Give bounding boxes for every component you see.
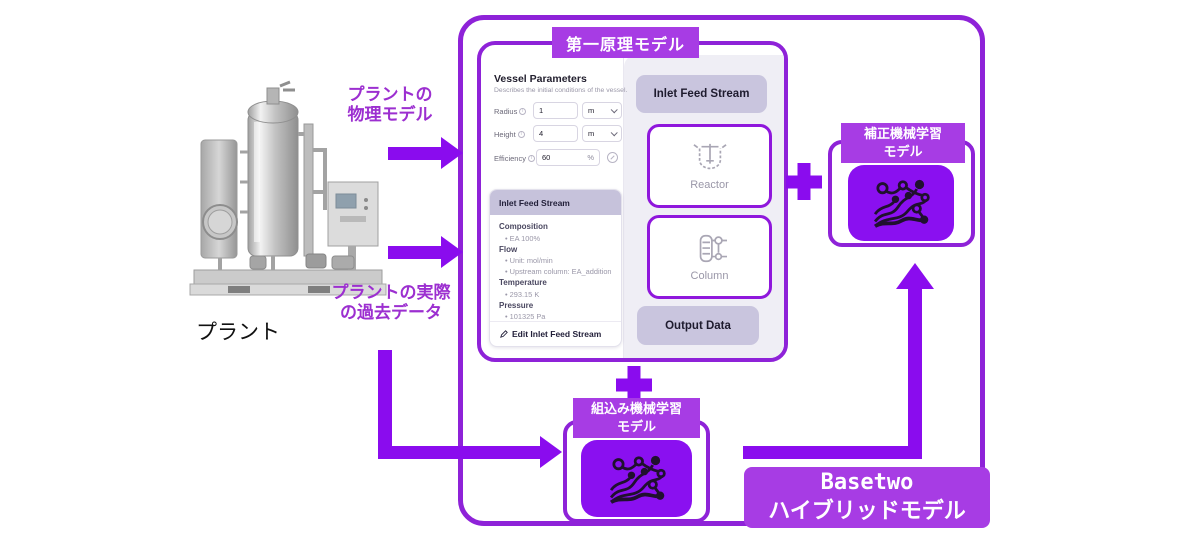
radius-input[interactable]: 1 [533,102,578,119]
vessel-parameters-title: Vessel Parameters [494,73,587,85]
radius-unit-select[interactable]: m [582,102,622,119]
historical-data-arrow [388,246,444,259]
hybrid-to-correction-arrow-vertical [908,288,922,459]
section-heading: Pressure [499,300,534,310]
plant-label: プラント [196,321,280,344]
reactor-node[interactable]: Reactor [647,124,772,208]
plus-icon [786,163,822,200]
plant-photo [189,80,387,296]
section-item: 101325 Pa [499,311,612,322]
section-item: EA 100% [499,233,612,244]
chevron-down-icon [610,106,618,114]
correction-model-badge: 補正機械学習 モデル [841,123,965,163]
inlet-card-body: Composition EA 100% Flow Unit: mol/min U… [490,215,621,326]
info-icon: i [517,130,525,138]
section-item: 293.15 K [499,289,612,300]
embedded-model-badge: 組込み機械学習 モデル [573,398,700,438]
section-item: Upstream column: EA_addition [499,266,612,277]
correction-model-icon-tile [848,165,954,241]
section-heading: Temperature [499,278,547,287]
column-node[interactable]: Column [647,215,772,299]
first-principles-box: Vessel Parameters Describes the initial … [477,41,788,362]
physical-model-arrowhead [441,137,463,169]
neural-network-icon [609,455,666,504]
pencil-icon [500,330,508,338]
historical-data-arrowhead [441,236,463,268]
efficiency-dial-icon[interactable] [607,152,618,163]
efficiency-input[interactable]: 60% [536,149,600,166]
section-heading: Composition [499,222,548,231]
column-label: Column [690,270,729,282]
neural-network-icon [873,179,930,228]
physical-model-label: プラントの 物理モデル [347,85,433,124]
inlet-feed-stream-card: Inlet Feed Stream Composition EA 100% Fl… [489,189,622,347]
info-icon: i [527,154,535,162]
height-input[interactable]: 4 [533,125,578,142]
section-heading: Flow [499,244,518,254]
height-unit-select[interactable]: m [582,125,622,142]
column-icon [699,234,727,263]
inlet-feed-stream-node[interactable]: Inlet Feed Stream [636,75,767,113]
output-data-node[interactable]: Output Data [637,306,759,345]
historical-data-label: プラントの実際 の過去データ [331,283,451,322]
info-icon: i [519,107,527,115]
reactor-label: Reactor [690,179,729,191]
hybrid-to-correction-arrowhead [896,263,934,289]
data-to-embedded-arrow-horizontal [378,446,542,459]
physical-model-arrow [388,147,444,160]
inlet-card-header: Inlet Feed Stream [490,190,621,215]
reactor-icon [692,143,727,170]
first-principles-badge: 第一原理モデル [552,27,699,58]
data-to-embedded-arrowhead [540,436,562,468]
section-item: Unit: mol/min [499,255,612,266]
basetwo-hybrid-model-badge: Basetwo ハイブリッドモデル [744,467,990,528]
vessel-parameters-subtitle: Describes the initial conditions of the … [494,87,628,94]
edit-inlet-feed-stream-button[interactable]: Edit Inlet Feed Stream [490,321,621,346]
panel-divider [623,45,624,358]
data-to-embedded-arrow-vertical [378,350,392,459]
embedded-model-icon-tile [581,440,692,517]
hybrid-model-box [458,15,985,526]
hybrid-to-correction-arrow-horizontal [743,446,922,459]
chevron-down-icon [610,129,618,137]
